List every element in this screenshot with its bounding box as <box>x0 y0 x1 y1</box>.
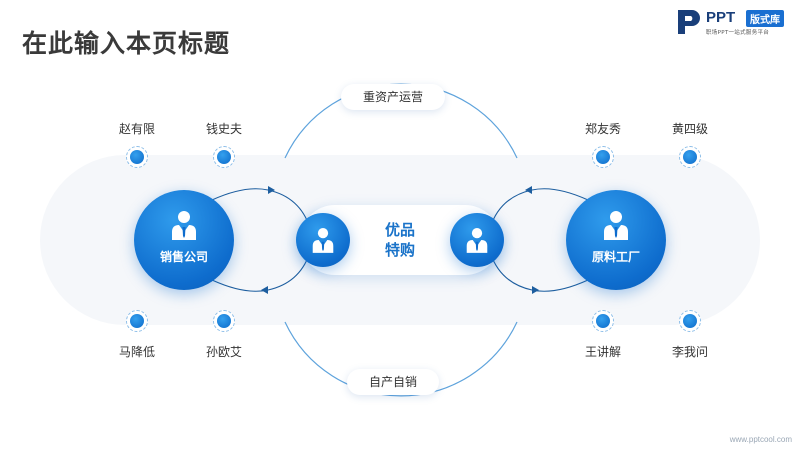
person-name: 李我问 <box>671 345 708 359</box>
logo-badge: 版式库 <box>746 10 784 27</box>
logo-mark-icon <box>678 10 700 34</box>
person-icon <box>172 211 196 240</box>
logo-brand-text: PPT <box>706 9 736 26</box>
person-dot-icon <box>679 310 701 332</box>
center-label-line1: 优品 <box>384 221 415 239</box>
person-dot-icon <box>679 146 701 168</box>
center-label-line2: 特购 <box>384 241 415 259</box>
person-dot-icon <box>592 146 614 168</box>
person-name: 郑友秀 <box>584 122 621 136</box>
inner-left-node <box>296 213 350 267</box>
arrow-left-top <box>268 186 275 194</box>
person-name: 黄四级 <box>671 122 708 136</box>
person-name: 钱史夫 <box>205 122 242 136</box>
person-name: 马降低 <box>118 345 155 359</box>
person-icon <box>604 211 628 240</box>
logo-tagline: 职场PPT一站式服务平台 <box>706 30 770 36</box>
person-dot-icon <box>126 310 148 332</box>
person-dot-icon <box>126 146 148 168</box>
person-dot-icon <box>213 146 235 168</box>
person-name: 王讲解 <box>584 345 621 359</box>
left-node-label: 销售公司 <box>159 250 208 264</box>
person-name: 赵有限 <box>118 122 155 136</box>
brand-logo: PPT 版式库 职场PPT一站式服务平台 <box>676 8 794 38</box>
person-dot-icon <box>213 310 235 332</box>
arrow-left-bottom <box>261 286 268 294</box>
arrow-right-top <box>525 186 532 194</box>
page-title: 在此输入本页标题 <box>22 29 231 58</box>
person-icon <box>466 228 488 253</box>
center-label: 优品 特购 <box>362 220 438 260</box>
arrow-right-bottom <box>532 286 539 294</box>
right-node-label: 原料工厂 <box>591 250 640 264</box>
person-icon <box>312 228 334 253</box>
left-node-sales-company: 销售公司 <box>134 190 234 290</box>
watermark: www.pptcool.com <box>729 435 792 444</box>
bottom-label-pill: 自产自销 <box>347 369 440 395</box>
top-label-pill: 重资产运营 <box>341 84 446 110</box>
right-node-raw-material-factory: 原料工厂 <box>566 190 666 290</box>
inner-right-node <box>450 213 504 267</box>
person-name: 孙欧艾 <box>205 345 242 359</box>
person-dot-icon <box>592 310 614 332</box>
bottom-arc <box>284 321 518 397</box>
